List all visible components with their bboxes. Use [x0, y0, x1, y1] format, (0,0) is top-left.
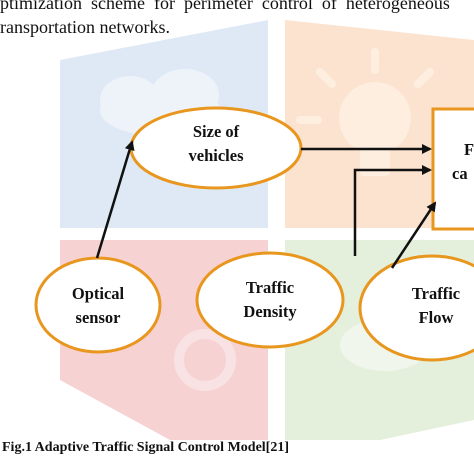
- gear-icon: [174, 329, 236, 391]
- controller-box-label-line-2: ca: [452, 164, 468, 183]
- traffic-flow-label-line-2: Flow: [418, 308, 454, 327]
- size-of-vehicles-label: Size of vehicles: [151, 120, 281, 168]
- traffic-density-node: [195, 251, 345, 349]
- controller-box-label: F ca: [440, 138, 474, 186]
- traffic-flow-node: [358, 254, 474, 362]
- controller-box-label-line-1: F: [464, 140, 474, 159]
- arrow-density-to-controller: [353, 165, 432, 256]
- body-text-line-1: ptimization scheme for perimeter control…: [0, 0, 450, 13]
- arrow-optical-to-size: [95, 140, 135, 259]
- optical-sensor-label: Optical sensor: [48, 282, 148, 330]
- traffic-flow-label: Traffic Flow: [398, 282, 474, 330]
- figure-caption: Fig.1 Adaptive Traffic Signal Control Mo…: [2, 440, 289, 455]
- body-text-line-2: ransportation networks.: [0, 17, 170, 37]
- traffic-density-label-line-2: Density: [243, 302, 297, 321]
- size-of-vehicles-label-line-1: Size of: [192, 122, 240, 141]
- lightbulb-rays-icon: [296, 48, 434, 124]
- optical-sensor-label-line-1: Optical: [71, 284, 125, 303]
- traffic-density-label-line-1: Traffic: [245, 278, 295, 297]
- optical-sensor-label-line-2: sensor: [75, 308, 121, 327]
- size-of-vehicles-label-line-2: vehicles: [188, 146, 244, 165]
- traffic-density-label: Traffic Density: [215, 276, 325, 324]
- body-text: ptimization scheme for perimeter control…: [0, 0, 474, 66]
- arrow-flow-to-controller: [390, 201, 437, 269]
- controller-box: [431, 107, 474, 231]
- traffic-flow-label-line-1: Traffic: [411, 284, 461, 303]
